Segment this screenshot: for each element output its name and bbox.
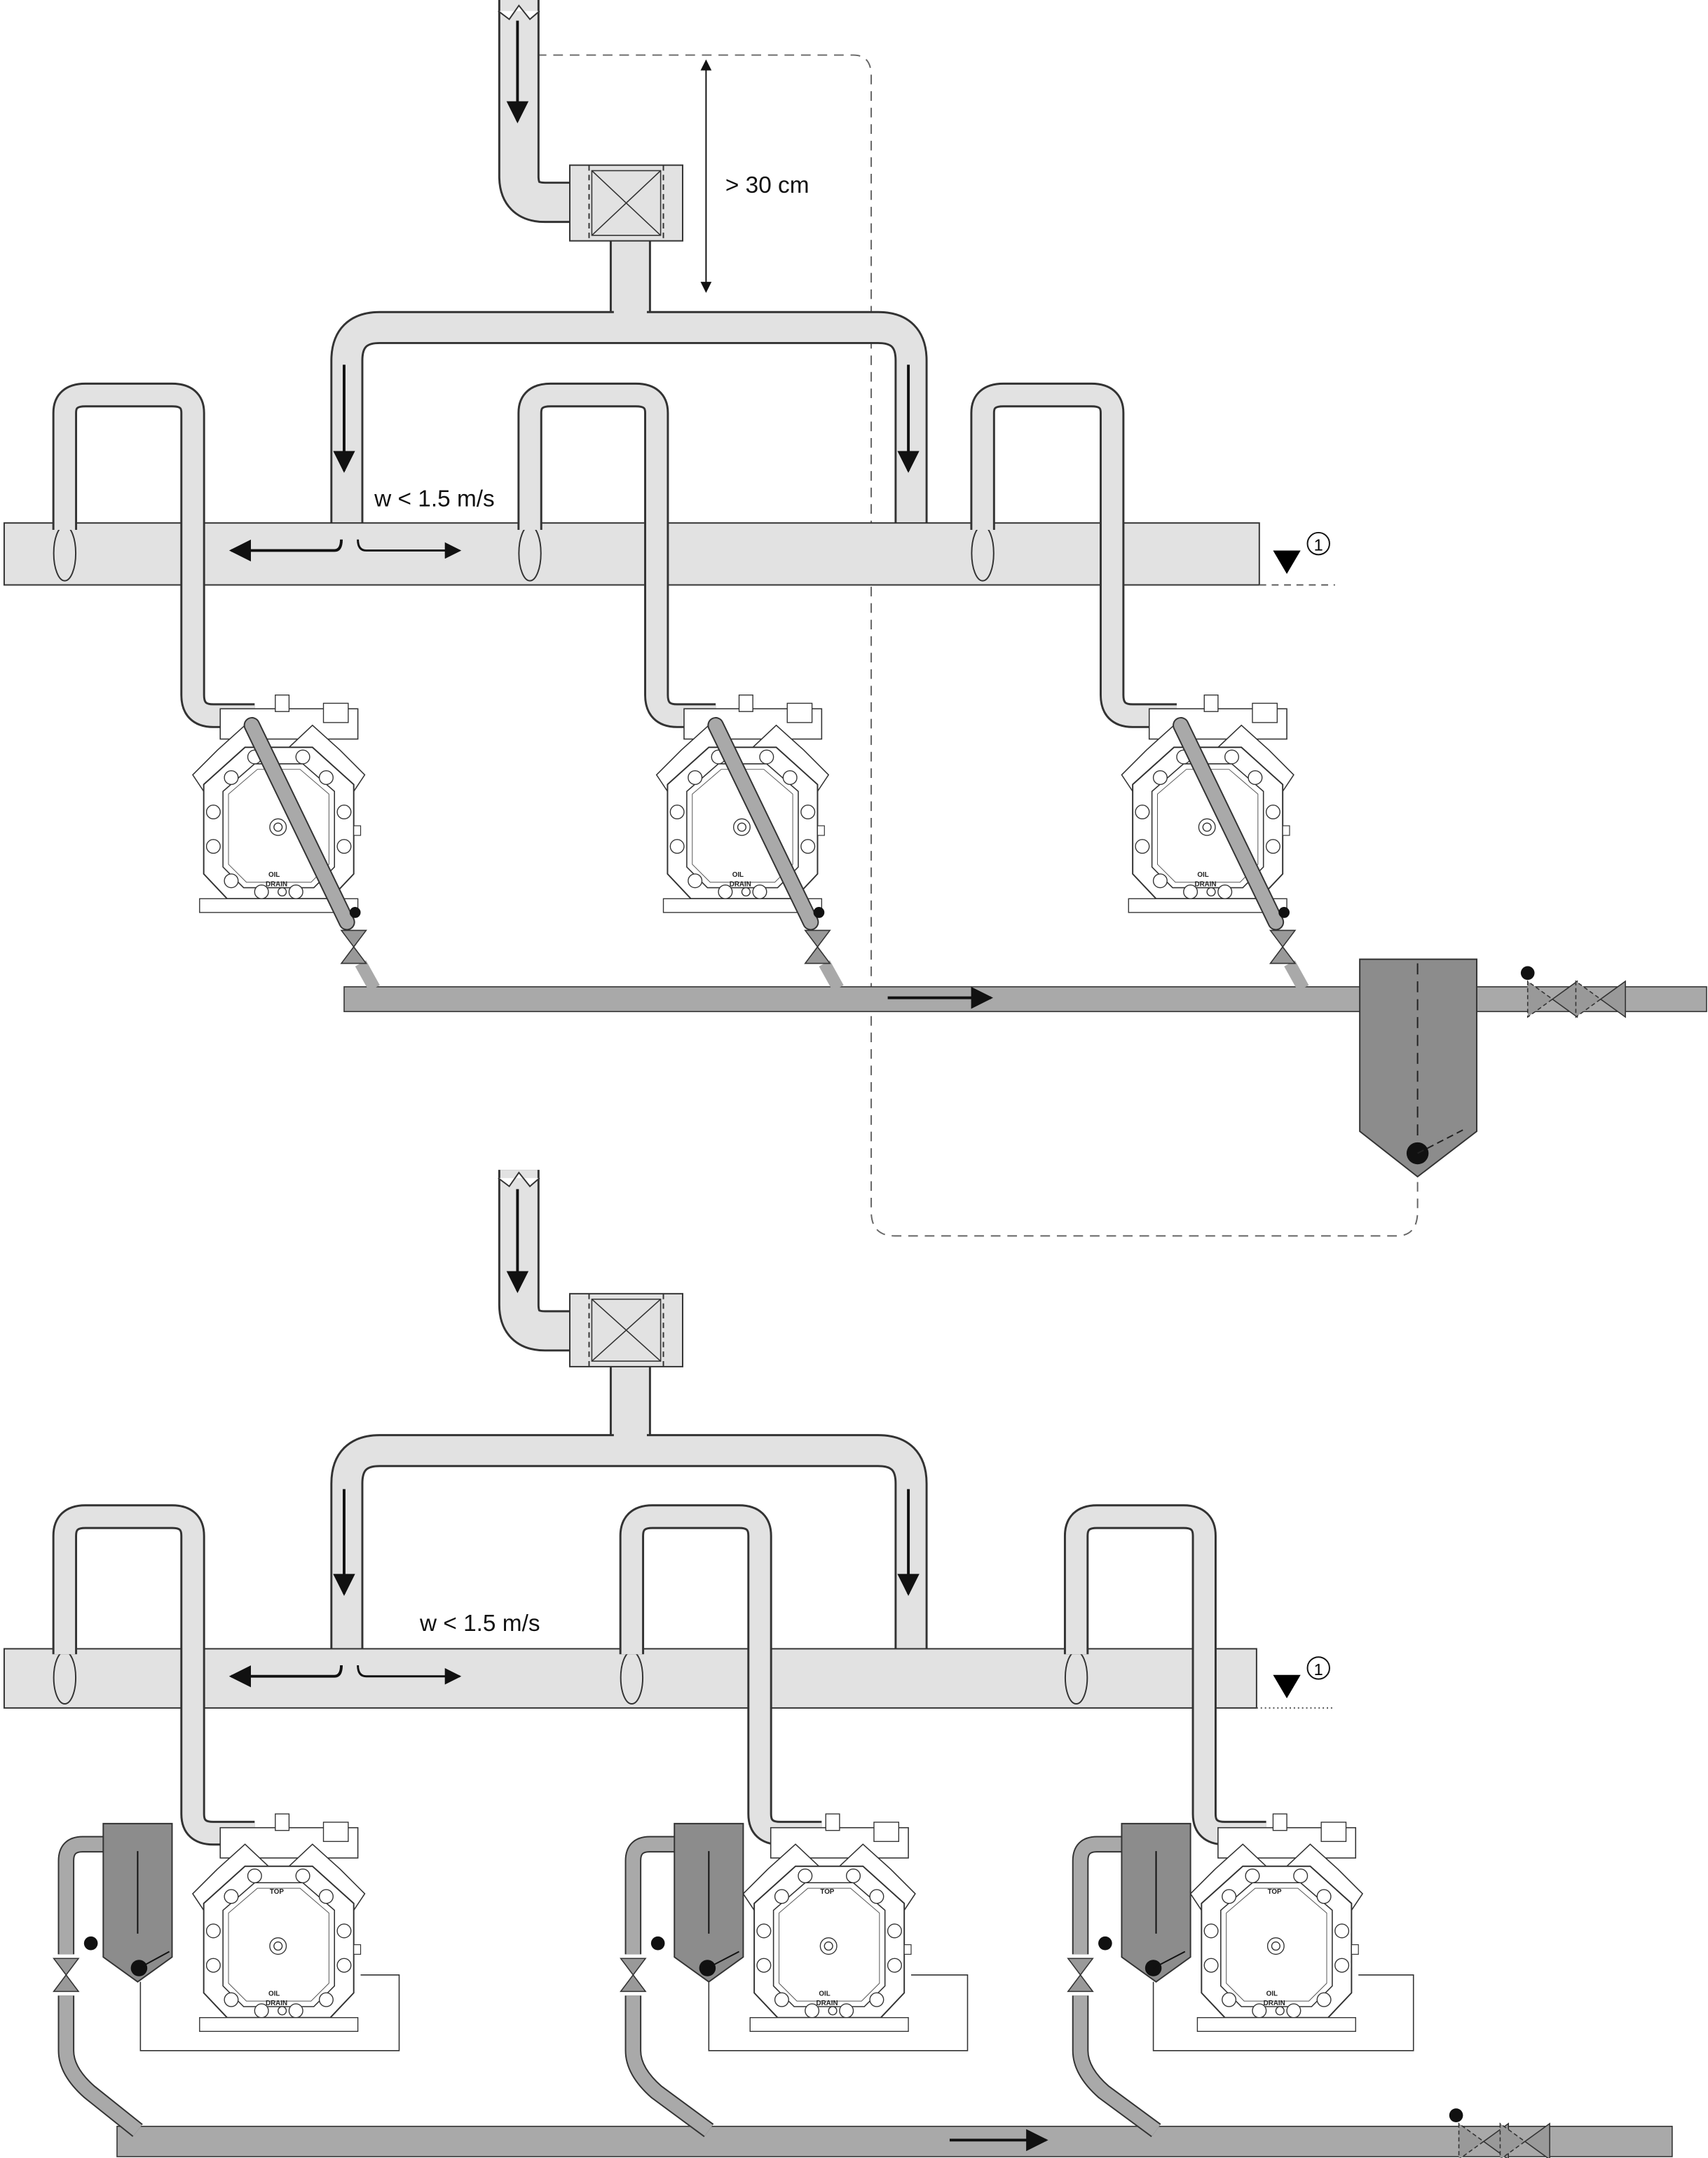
top-system: > 30 cm w < 1.5 m/s 1 xyxy=(3,0,1707,1237)
svg-text:DRAIN: DRAIN xyxy=(1264,2000,1285,2007)
svg-text:OIL: OIL xyxy=(819,1990,830,1997)
distribution-branch xyxy=(330,300,928,526)
suction-filter xyxy=(569,164,684,314)
outlet-valves-bottom xyxy=(1449,2108,1550,2158)
oil-level-lines xyxy=(139,1974,1414,2051)
oil-valve-3-top xyxy=(1269,929,1296,964)
compressor-2-bottom xyxy=(742,1813,916,2033)
svg-text:DRAIN: DRAIN xyxy=(1195,881,1217,889)
suction-header xyxy=(3,522,1260,586)
svg-text:OIL: OIL xyxy=(732,871,744,879)
suction-loops-top xyxy=(52,382,1177,728)
suction-header-bottom xyxy=(3,1648,1257,1709)
svg-text:OIL: OIL xyxy=(1197,871,1208,879)
bottom-system: w < 1.5 m/s 1 TOP TOP TOP OIL DRAIN OIL DR… xyxy=(3,1170,1673,2158)
suction-inlet-pipe xyxy=(498,0,573,224)
svg-text:DRAIN: DRAIN xyxy=(730,881,751,889)
svg-text:TOP: TOP xyxy=(270,1888,284,1896)
svg-text:OIL: OIL xyxy=(268,1990,280,1997)
oil-valve-2-bottom xyxy=(620,1958,646,1993)
oil-separators-bottom xyxy=(102,1822,1191,1983)
svg-text:1: 1 xyxy=(1314,1660,1323,1679)
svg-text:OIL: OIL xyxy=(268,871,280,879)
svg-text:OIL: OIL xyxy=(1266,1990,1278,1997)
level-marker-top: 1 xyxy=(1259,531,1335,586)
system-boundary-dashed xyxy=(536,54,1419,1237)
height-label: > 30 cm xyxy=(725,172,809,198)
outlet-valves-top xyxy=(1520,966,1626,1018)
distribution-branch-bottom xyxy=(330,1423,928,1652)
oil-valve-3-bottom xyxy=(1067,1958,1093,1993)
level-marker-bottom: 1 xyxy=(1256,1656,1335,1709)
oil-valve-1-bottom xyxy=(53,1958,79,1993)
oil-separator xyxy=(1359,958,1478,1178)
svg-text:TOP: TOP xyxy=(820,1888,834,1896)
velocity-label-bottom: w < 1.5 m/s xyxy=(419,1611,540,1637)
dimension-30cm: > 30 cm xyxy=(700,59,809,293)
oil-valve-2-top xyxy=(805,929,831,964)
velocity-label-top: w < 1.5 m/s xyxy=(374,486,495,512)
oil-lines-top xyxy=(243,717,1707,1013)
svg-text:1: 1 xyxy=(1314,535,1323,554)
compressor-1-bottom xyxy=(191,1813,366,2033)
compressor-3-bottom xyxy=(1189,1813,1364,2033)
svg-text:DRAIN: DRAIN xyxy=(816,2000,838,2007)
oil-lines-bottom xyxy=(53,1836,1673,2157)
svg-text:TOP: TOP xyxy=(1268,1888,1282,1896)
suction-loops-bottom xyxy=(52,1504,1266,1846)
svg-text:DRAIN: DRAIN xyxy=(266,2000,287,2007)
oil-valve-1-top xyxy=(341,929,367,964)
svg-text:DRAIN: DRAIN xyxy=(266,881,287,889)
